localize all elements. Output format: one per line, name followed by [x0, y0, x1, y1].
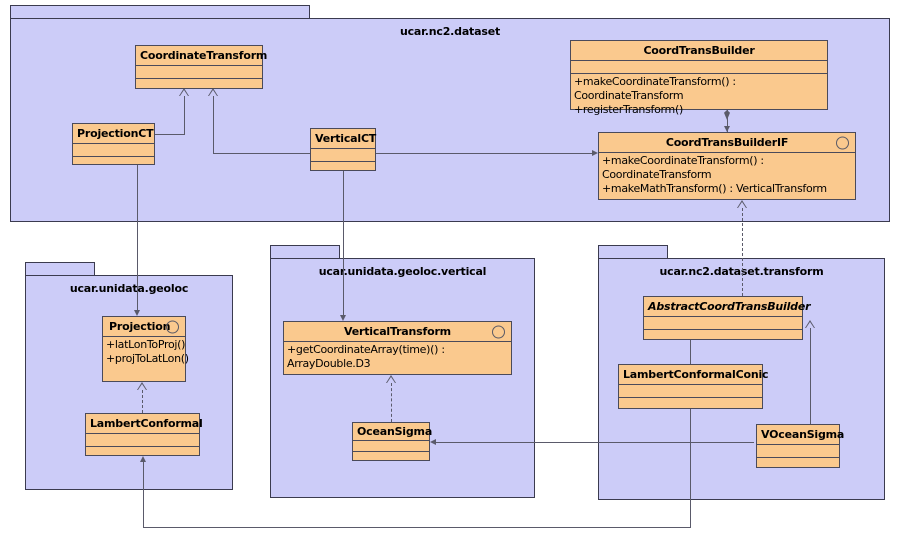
class-attributes-compartment [73, 143, 154, 156]
class-projectionct[interactable]: ProjectionCT [72, 123, 155, 165]
class-operations-compartment [86, 446, 199, 459]
class-name-coordinatetransform: CoordinateTransform [140, 49, 268, 62]
association-arrow-oceansigma [430, 439, 436, 445]
connector-voceansigma-oceansigma [436, 442, 754, 443]
package-title-ucar-unidata-geoloc-vertical: ucar.unidata.geoloc.vertical [318, 265, 487, 278]
class-operations-compartment: +makeCoordinateTransform() : CoordinateT… [571, 73, 827, 118]
package-title-ucar-nc2-dataset: ucar.nc2.dataset [399, 25, 501, 38]
association-arrow-projection [134, 310, 140, 316]
interface-circle-icon [836, 136, 849, 149]
connector-verticalct-verticaltransform [343, 170, 344, 315]
operation-item: +projToLatLon() [106, 352, 189, 365]
class-operations-compartment [311, 161, 375, 174]
package-tab [270, 245, 340, 259]
connector-verticalct-coordinatetransform-horizontal [213, 153, 311, 154]
class-operations-compartment: +makeCoordinateTransform() : CoordinateT… [599, 152, 855, 197]
class-operations-compartment [353, 451, 429, 462]
aggregation-diamond [724, 110, 730, 120]
class-oceansigma[interactable]: OceanSigma [352, 422, 433, 462]
connector-voceansigma-abstractcoordtransbuilder [810, 328, 811, 424]
operation-item: +getCoordinateArray(time)() : ArrayDoubl… [287, 343, 445, 370]
connector-lcc-lambertconformal-h [143, 527, 691, 528]
operation-item: +makeCoordinateTransform() : CoordinateT… [574, 75, 736, 102]
class-operations-compartment [757, 457, 839, 470]
generalization-arrow-projectionct-inner [180, 90, 188, 96]
class-operations-compartment: +getCoordinateArray(time)() : ArrayDoubl… [284, 341, 511, 372]
connector-projectionct-coordinatetransform-vertical [184, 96, 185, 134]
class-name-oceansigma: OceanSigma [357, 425, 433, 438]
connector-projectionct-projection [137, 164, 138, 310]
class-abstractcoordtransbuilder[interactable]: AbstractCoordTransBuilder [643, 296, 811, 342]
class-lambertconformalconic[interactable]: LambertConformalConic [618, 364, 769, 410]
package-tab [598, 245, 668, 259]
connector-lambertconformal-projection [142, 390, 143, 413]
class-name-verticalct: VerticalCT [315, 132, 377, 145]
class-attributes-compartment [619, 384, 762, 397]
class-name-coordtransbuilderif: CoordTransBuilderIF [599, 133, 855, 152]
connector-verticalct-coordtransbuilderif [375, 153, 592, 154]
operation-item: +makeMathTransform() : VerticalTransform [602, 182, 827, 195]
package-title-ucar-unidata-geoloc: ucar.unidata.geoloc [69, 282, 189, 295]
class-name-projectionct: ProjectionCT [77, 127, 154, 140]
class-name-voceansigma: VOceanSigma [761, 428, 845, 441]
package-body: ucar.unidata.geoloc.vertical [270, 258, 535, 498]
association-arrow-lambertconformal [140, 456, 146, 462]
class-verticaltransform[interactable]: VerticalTransform +getCoordinateArray(ti… [283, 321, 512, 375]
generalization-arrow-abstract-vos-inner [806, 322, 814, 328]
connector-verticalct-coordinatetransform-vertical [213, 96, 214, 153]
class-coordtransbuilderif[interactable]: CoordTransBuilderIF +makeCoordinateTrans… [598, 132, 856, 200]
operation-item: +latLonToProj() [106, 338, 186, 351]
class-projection[interactable]: Projection +latLonToProj() +projToLatLon… [102, 316, 189, 382]
class-lambertconformal[interactable]: LambertConformal [85, 413, 203, 459]
class-name-verticaltransform: VerticalTransform [284, 322, 511, 341]
class-voceansigma[interactable]: VOceanSigma [756, 424, 845, 470]
package-title-ucar-nc2-dataset-transform: ucar.nc2.dataset.transform [659, 265, 824, 278]
class-name-lambertconformalconic: LambertConformalConic [623, 368, 769, 381]
generalization-arrow-verticalct-inner [209, 90, 217, 96]
class-attributes-compartment [757, 444, 839, 457]
operation-item: +makeCoordinateTransform() : CoordinateT… [602, 154, 764, 181]
class-attributes-compartment [644, 316, 802, 329]
class-attributes-compartment [311, 148, 375, 161]
class-name-abstractcoordtransbuilder: AbstractCoordTransBuilder [648, 300, 811, 313]
realization-arrow-verticaltransform-inner [387, 377, 395, 383]
class-name-lambertconformal: LambertConformal [90, 417, 203, 430]
aggregation-arrow-coordtransbuilderif [724, 126, 730, 132]
class-coordtransbuilder[interactable]: CoordTransBuilder +makeCoordinateTransfo… [570, 40, 828, 116]
class-operations-compartment [73, 156, 154, 169]
package-tab [10, 5, 310, 19]
connector-coordtransbuilder-coordtransbuilderif [727, 110, 728, 132]
class-attributes-compartment [353, 440, 429, 451]
class-operations-compartment [619, 397, 762, 410]
class-attributes-compartment [86, 433, 199, 446]
package-tab [25, 262, 95, 276]
class-operations-compartment [644, 329, 802, 342]
class-name-projection: Projection [103, 317, 185, 336]
connector-lcc-lambertconformal-v1 [690, 409, 691, 527]
realization-arrow-projection-inner [138, 384, 146, 390]
class-attributes-compartment [136, 65, 262, 78]
association-arrow-coordtransbuilderif [592, 150, 598, 156]
operation-item: +registerTransform() [574, 103, 683, 116]
class-attributes-compartment [571, 60, 827, 73]
connector-oceansigma-verticaltransform [391, 383, 392, 422]
class-name-coordtransbuilder: CoordTransBuilder [643, 44, 755, 57]
interface-circle-icon [166, 320, 179, 333]
connector-lcc-lambertconformal-v2 [143, 462, 144, 528]
connector-lambertconformalconic-abstractcoordtransbuilder [690, 328, 691, 364]
class-coordinatetransform[interactable]: CoordinateTransform [135, 45, 268, 91]
class-verticalct[interactable]: VerticalCT [310, 128, 376, 171]
class-operations-compartment: +latLonToProj() +projToLatLon() [103, 336, 189, 367]
realization-arrow-coordtransbuilderif-inner [738, 202, 746, 208]
interface-circle-icon [492, 325, 505, 338]
class-operations-compartment [136, 78, 262, 91]
connector-projectionct-coordinatetransform-horizontal [155, 134, 185, 135]
association-arrow-verticaltransform [340, 315, 346, 321]
connector-abstractcoordtransbuilder-coordtransbuilderif [742, 208, 743, 296]
